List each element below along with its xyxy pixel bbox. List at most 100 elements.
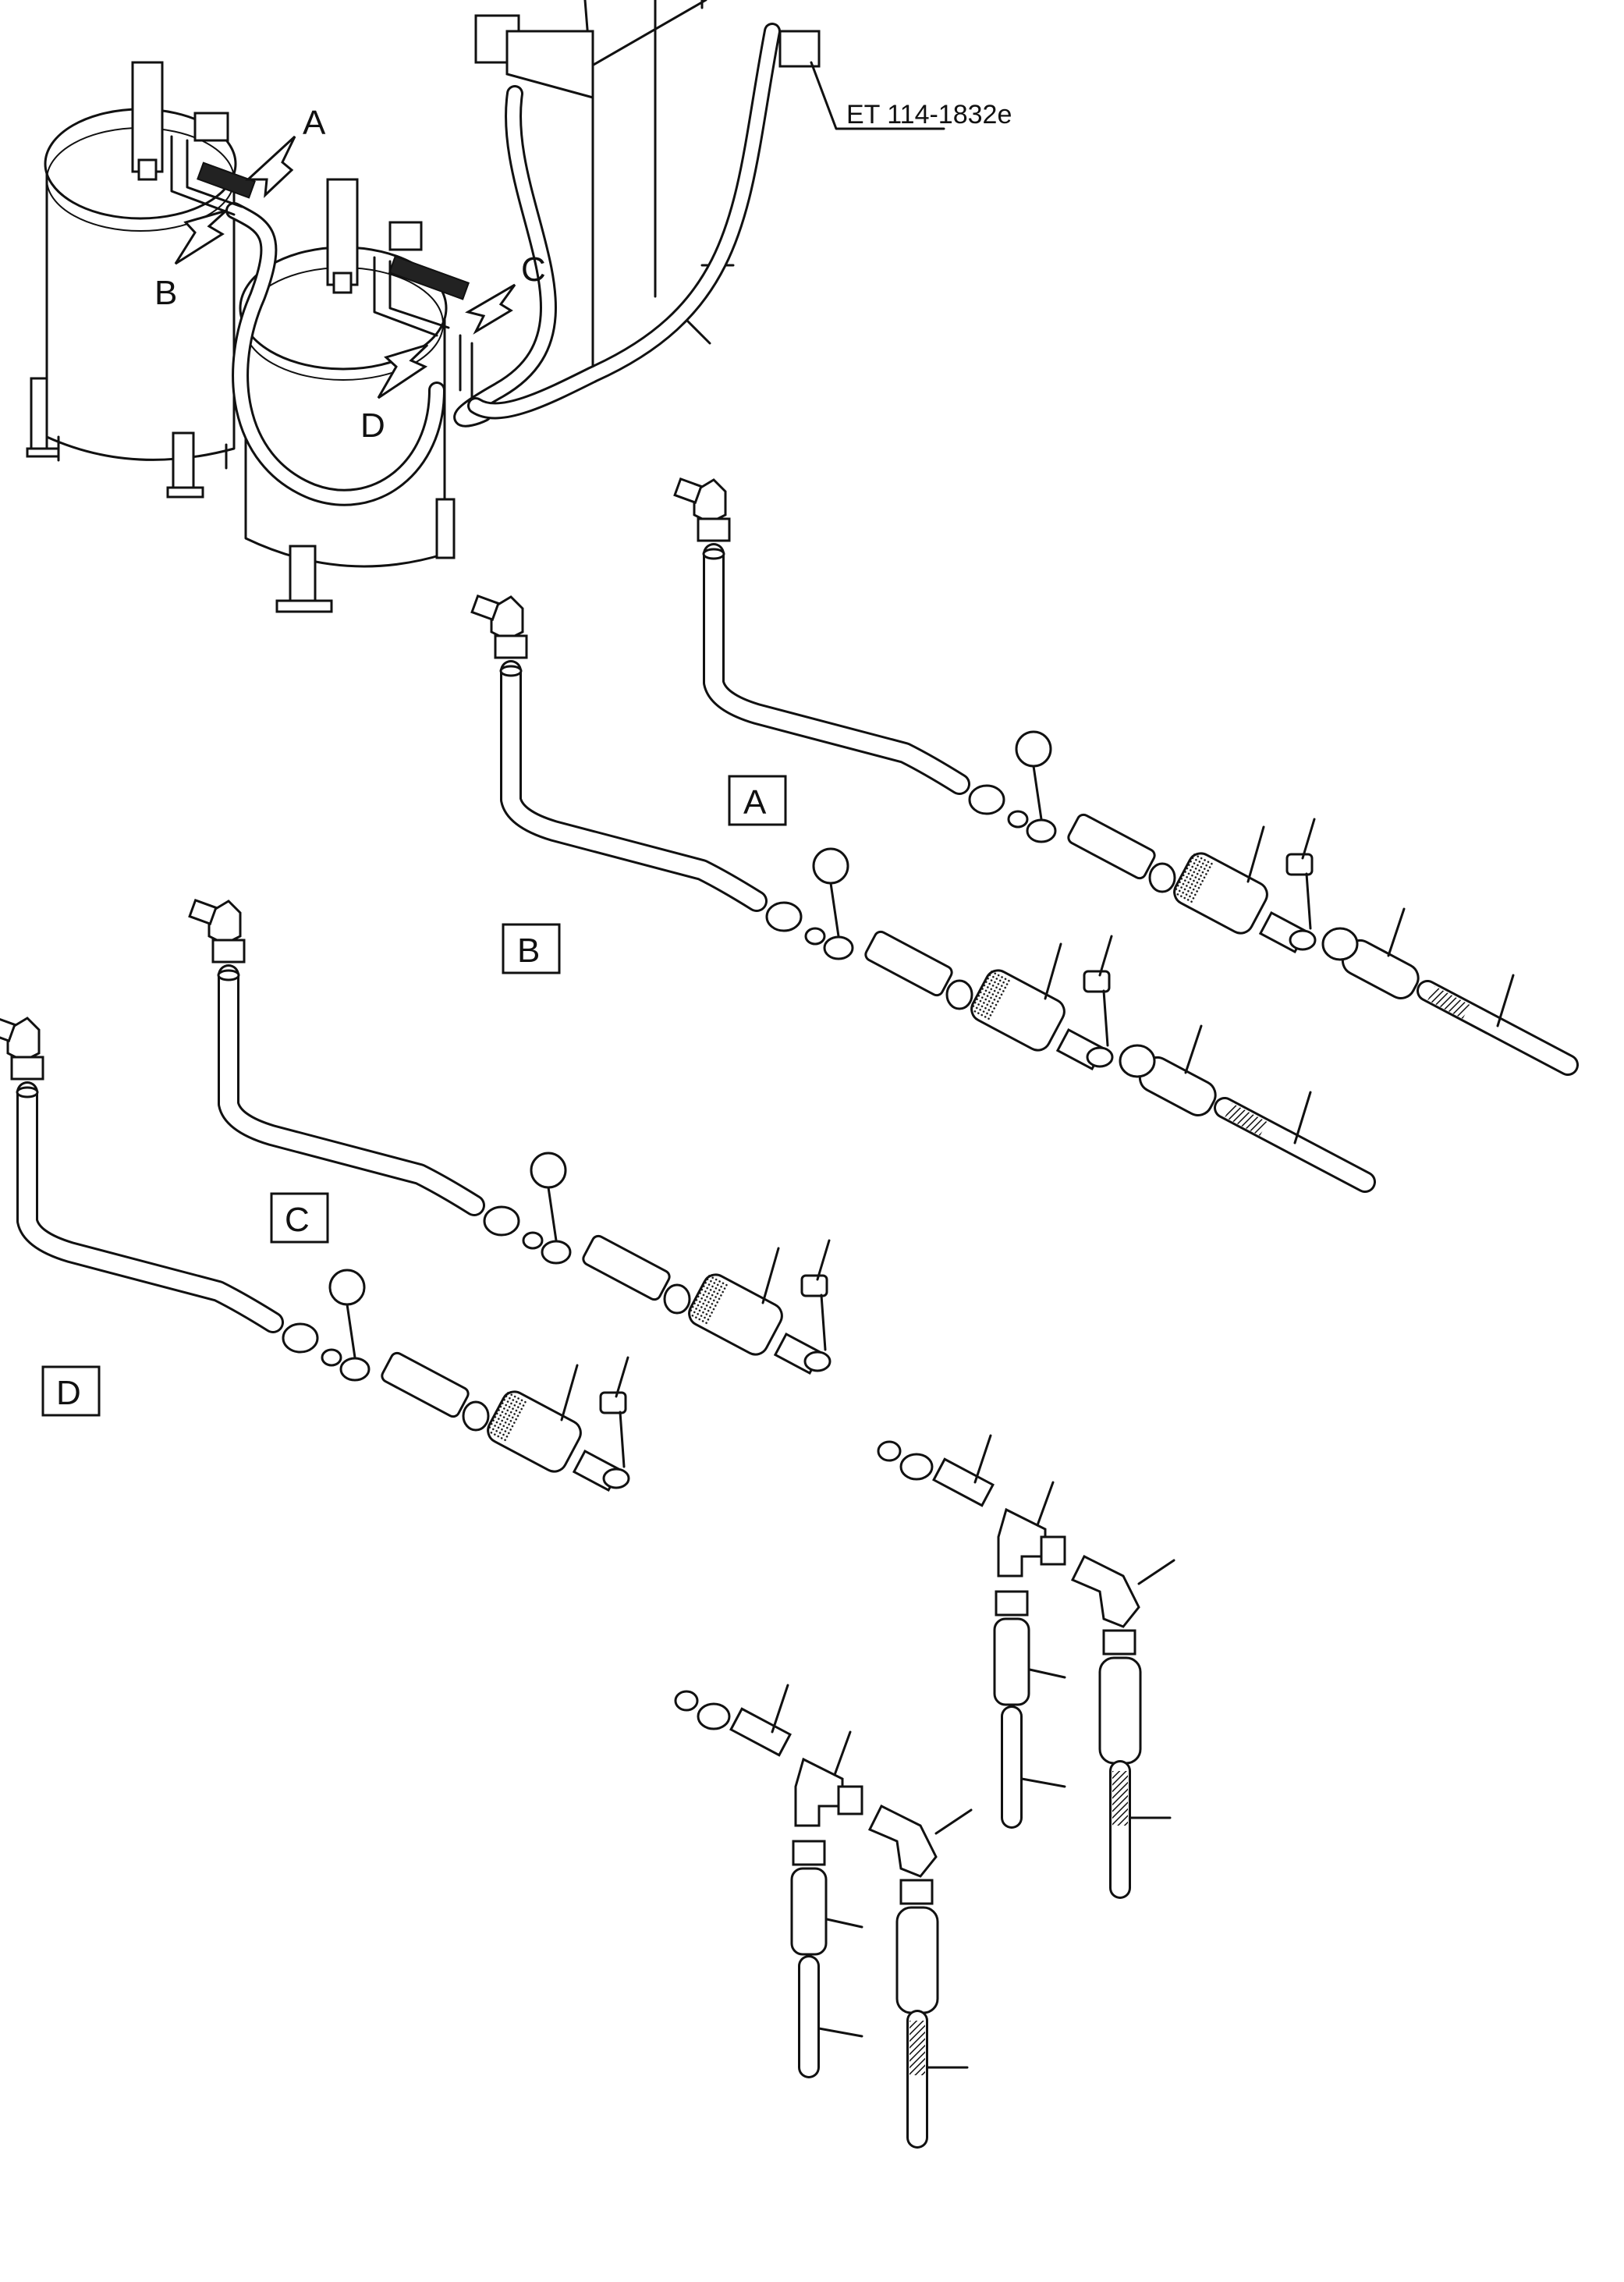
overview-label-d: D bbox=[360, 406, 385, 445]
tee-nut bbox=[899, 1453, 934, 1481]
assembly-d bbox=[0, 1015, 630, 1492]
arrow-a bbox=[245, 135, 296, 198]
detail-label-c-box: C bbox=[270, 1192, 329, 1244]
cap-strap bbox=[346, 1303, 356, 1359]
overview-illustration: A B C D ET 114-1832e bbox=[26, 0, 1012, 613]
tee-side bbox=[1040, 1535, 1066, 1566]
small-cap-ring bbox=[1086, 1046, 1114, 1068]
hose-nut bbox=[1321, 927, 1359, 961]
coupling-face bbox=[1148, 862, 1176, 893]
leader-side-elbow bbox=[1137, 1559, 1175, 1585]
overview-label-b: B bbox=[154, 274, 177, 312]
dust-cap bbox=[812, 847, 849, 885]
leader-tee bbox=[1036, 1481, 1055, 1527]
side-nut bbox=[1102, 1629, 1136, 1656]
leader-cap bbox=[816, 1239, 831, 1281]
small-cap-strap bbox=[1102, 989, 1109, 1047]
dust-cap bbox=[530, 1152, 567, 1189]
hose-nut bbox=[1119, 1044, 1156, 1078]
small-cap bbox=[599, 1391, 627, 1414]
leader-hose bbox=[1496, 974, 1515, 1027]
small-cap-strap bbox=[820, 1294, 827, 1351]
small-cap-strap bbox=[1305, 872, 1312, 930]
elbow-fitting bbox=[6, 1017, 41, 1063]
assembly-a bbox=[673, 477, 1579, 1076]
tee-nut-small bbox=[674, 1690, 699, 1712]
pipe-end bbox=[16, 1086, 39, 1098]
arrow-d bbox=[377, 343, 429, 399]
cap-strap bbox=[547, 1186, 558, 1242]
ferrule bbox=[804, 927, 826, 946]
tee-tube bbox=[932, 1457, 995, 1507]
leader-coupling bbox=[1044, 942, 1062, 1000]
elbow-thread bbox=[470, 594, 500, 622]
arrow-c bbox=[465, 283, 516, 335]
pipe-nut bbox=[968, 784, 1005, 815]
dust-cap bbox=[1015, 730, 1052, 768]
small-cap bbox=[800, 1274, 828, 1297]
side-elbow bbox=[1070, 1554, 1140, 1628]
coupling-face bbox=[663, 1283, 691, 1315]
elbow-nut bbox=[697, 517, 731, 542]
leader-coupling bbox=[560, 1364, 579, 1421]
branch-nut bbox=[995, 1590, 1029, 1617]
reference-leader bbox=[810, 61, 945, 130]
cap-ring bbox=[823, 935, 854, 960]
leader-side-elbow bbox=[934, 1808, 973, 1835]
tee-branch-d bbox=[674, 1684, 973, 2149]
tee-side bbox=[837, 1785, 863, 1815]
leader-cap bbox=[1098, 935, 1113, 977]
assembly-b bbox=[470, 594, 1376, 1193]
leader-fitting bbox=[1184, 1024, 1203, 1074]
small-cap-ring bbox=[803, 1350, 832, 1372]
tee-fitting bbox=[997, 1507, 1047, 1578]
pipe-end bbox=[702, 548, 725, 560]
pipe-nut bbox=[765, 901, 803, 932]
rigid-pipe bbox=[218, 964, 485, 1216]
cap-strap bbox=[1032, 765, 1043, 821]
leader-tee-tube bbox=[973, 1434, 992, 1484]
control-cabinet bbox=[474, 0, 821, 368]
leader-coupling bbox=[761, 1247, 780, 1304]
pipe-end bbox=[217, 969, 240, 981]
tee-tube bbox=[729, 1707, 792, 1757]
overview-hoses bbox=[170, 23, 781, 506]
tee-nut-small bbox=[877, 1440, 902, 1462]
leader-coupling bbox=[1246, 825, 1265, 883]
overview-label-a: A bbox=[303, 104, 326, 142]
reference-code: ET 114-1832e bbox=[846, 100, 1012, 130]
branch-nut bbox=[792, 1840, 826, 1866]
elbow-nut bbox=[10, 1056, 44, 1081]
small-cap-ring bbox=[1289, 929, 1317, 951]
coupling-male bbox=[1067, 813, 1156, 880]
tank-back bbox=[26, 61, 237, 499]
rigid-pipe bbox=[703, 543, 970, 795]
leader-fitting bbox=[1387, 907, 1406, 957]
leader-tee bbox=[833, 1730, 852, 1776]
leader-branch-hose bbox=[1020, 1777, 1066, 1788]
leader-tee-tube bbox=[771, 1684, 789, 1734]
side-nut bbox=[899, 1879, 934, 1905]
pipe-nut bbox=[282, 1322, 319, 1354]
cap-strap bbox=[829, 882, 840, 938]
coupling-face bbox=[945, 979, 973, 1010]
small-cap bbox=[1083, 970, 1111, 993]
leader-hose bbox=[1293, 1091, 1312, 1145]
elbow-fitting bbox=[207, 900, 242, 946]
side-fitting bbox=[895, 1906, 939, 2014]
leader-branch-hose bbox=[817, 2027, 863, 2038]
leader-cap bbox=[615, 1356, 629, 1398]
elbow-fitting bbox=[693, 478, 727, 524]
detail-label-d: D bbox=[56, 1374, 81, 1412]
side-fitting bbox=[1098, 1656, 1142, 1765]
leader-cap bbox=[1301, 818, 1316, 860]
detail-assemblies bbox=[0, 477, 1579, 2149]
detail-label-b-box: B bbox=[502, 923, 561, 974]
detail-label-c: C bbox=[285, 1201, 310, 1239]
coupling-male bbox=[381, 1351, 470, 1418]
coupling-face bbox=[462, 1400, 490, 1432]
elbow-nut bbox=[494, 634, 528, 659]
pipe-end bbox=[499, 665, 523, 677]
arrow-b bbox=[174, 209, 228, 265]
